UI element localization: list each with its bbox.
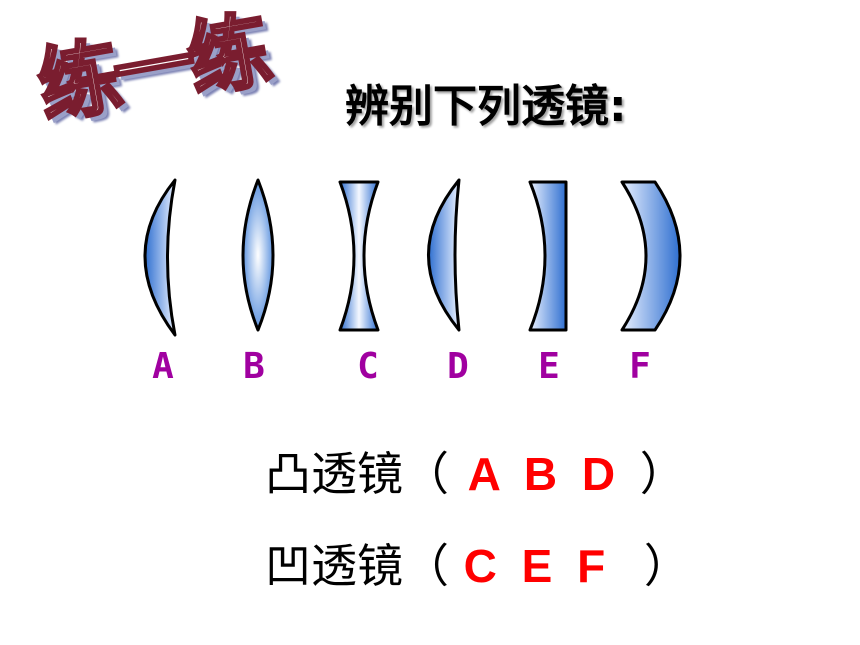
convex-answer: A B D xyxy=(467,448,622,500)
concave-label: 凹透镜 xyxy=(265,539,403,593)
lens-label-d: D xyxy=(447,346,469,387)
lens-label-a: A xyxy=(152,346,174,387)
lens-label-e: E xyxy=(538,346,560,387)
lens-e xyxy=(528,180,568,332)
concave-answer-row: 凹透镜（ C E F ） xyxy=(265,530,690,596)
lens-label-c: C xyxy=(357,346,379,387)
lens-label-b: B xyxy=(243,346,265,387)
page-title: 辨别下列透镜: xyxy=(345,81,627,132)
lens-b xyxy=(241,178,275,332)
lens-c xyxy=(338,180,380,332)
convex-label: 凸透镜 xyxy=(265,447,403,501)
lens-a xyxy=(143,178,177,337)
concave-open-paren: （ xyxy=(403,539,449,593)
convex-open-paren: （ xyxy=(403,447,449,501)
lens-label-f: F xyxy=(629,346,651,387)
convex-answer-row: 凸透镜（ A B D ） xyxy=(265,438,686,504)
convex-close-paren: ） xyxy=(639,447,686,501)
lens-f xyxy=(620,180,682,332)
lens-d xyxy=(427,178,461,332)
concave-close-paren: ） xyxy=(643,539,690,593)
concave-answer: C E F xyxy=(463,540,612,592)
